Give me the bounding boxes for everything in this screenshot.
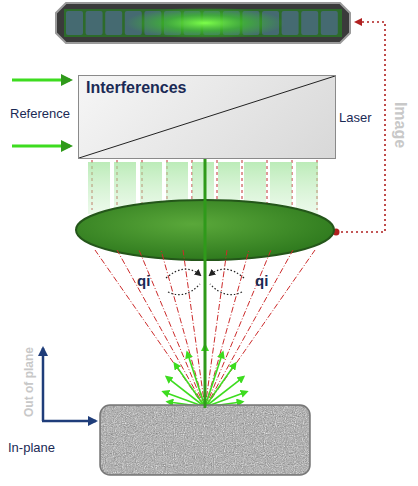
axis-label: In-plane — [8, 440, 55, 455]
angle-label: qi — [255, 272, 268, 289]
ray — [95, 250, 205, 408]
scatter-arrow — [187, 352, 205, 407]
ray — [161, 250, 205, 408]
ray — [205, 250, 293, 408]
angle-label: qi — [137, 272, 150, 289]
axis-label: Out of plane — [22, 347, 36, 417]
pixel-cell — [301, 11, 318, 35]
light-bar — [88, 162, 110, 214]
image-label: Image — [391, 102, 409, 148]
box-title: Interferences — [86, 79, 187, 97]
pixel-cell — [86, 11, 103, 35]
ray — [183, 250, 205, 408]
scatter-arrow — [205, 352, 223, 407]
light-bar — [296, 162, 318, 214]
laser-label: Laser — [339, 110, 372, 125]
ray — [117, 250, 205, 408]
reference-label: Reference — [10, 106, 70, 121]
scatter-arrow — [166, 377, 205, 407]
scatter-arrow — [175, 363, 206, 407]
pixel-cell — [105, 11, 122, 35]
pixel-cell — [66, 11, 83, 35]
interference-box: Interferences — [78, 75, 336, 159]
scatter-arrow — [205, 363, 236, 407]
dashed-line — [267, 160, 268, 210]
ray — [205, 250, 249, 408]
ray — [205, 250, 271, 408]
pixel-cell — [321, 11, 338, 35]
ray — [205, 250, 315, 408]
ray — [205, 250, 227, 408]
scatter-arrow — [205, 377, 244, 407]
